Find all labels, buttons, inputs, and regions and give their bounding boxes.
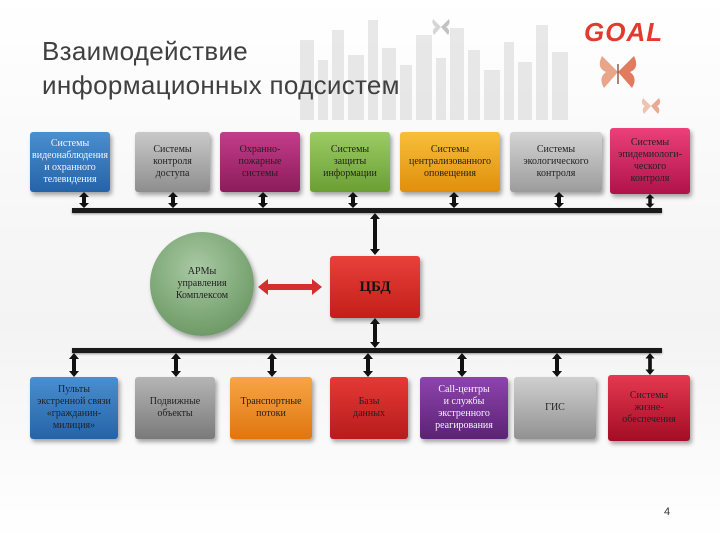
box-emergency-consoles: Пульты экстренной связи «гражданин- мили… — [30, 377, 118, 439]
box-line: централизованного — [409, 156, 491, 167]
box-epidemiological-control: Системы эпидемиологи- ческого контроля — [610, 128, 690, 194]
red-double-arrow — [258, 279, 322, 295]
arm-control-circle: АРМы управления Комплексом — [150, 232, 254, 336]
box-line: Транспортные — [240, 396, 302, 407]
box-central-alerting: Системы централизованного оповещения — [400, 132, 500, 192]
top-bus-line — [72, 208, 662, 213]
arm-line: АРМы — [187, 266, 217, 277]
box-databases: Базы данных — [330, 377, 408, 439]
double-arrow-connector — [370, 213, 380, 255]
box-line: Системы — [50, 138, 90, 149]
box-call-centers: Call-центры и службы экстренного реагиро… — [420, 377, 508, 439]
box-line: ГИС — [545, 402, 565, 413]
arm-line: Комплексом — [175, 290, 229, 301]
double-arrow-connector — [554, 192, 564, 208]
box-line: объекты — [157, 408, 193, 419]
box-line: жизне- — [634, 402, 664, 413]
double-arrow-connector — [449, 192, 459, 208]
box-line: Подвижные — [149, 396, 201, 407]
arm-line: управления — [177, 278, 227, 289]
box-line: Базы — [358, 396, 380, 407]
box-line: Системы — [536, 144, 576, 155]
box-traffic-flows: Транспортные потоки — [230, 377, 312, 439]
double-arrow-connector — [267, 353, 277, 377]
box-line: Системы — [153, 144, 192, 155]
box-line: «гражданин- — [46, 408, 102, 419]
double-arrow-connector — [79, 192, 89, 208]
box-line: информации — [323, 168, 377, 179]
butterfly-icon — [641, 98, 661, 114]
double-arrow-connector — [363, 353, 373, 377]
box-line: милиция» — [52, 420, 96, 431]
double-arrow-connector — [552, 353, 562, 377]
box-line: контроля — [630, 173, 670, 184]
box-line: Пульты — [57, 384, 91, 395]
box-line: экстренного — [438, 408, 490, 419]
title-line-1: Взаимодействие — [42, 36, 249, 66]
slide-title: Взаимодействие информационных подсистем — [42, 34, 562, 102]
city-skyline-background — [300, 20, 568, 120]
box-line: ческого — [633, 161, 667, 172]
bottom-bus-line — [72, 348, 662, 353]
box-line: Системы — [330, 144, 370, 155]
double-arrow-connector — [645, 353, 655, 375]
page-number: 4 — [664, 506, 671, 518]
box-line: и службы — [443, 396, 485, 407]
box-line: защиты — [333, 156, 367, 167]
double-arrow-connector — [348, 192, 358, 208]
box-gis: ГИС — [514, 377, 596, 439]
box-line: эпидемиологи- — [618, 149, 682, 160]
box-line: Call-центры — [438, 384, 490, 395]
box-line: Системы — [430, 144, 470, 155]
box-line: и охранного — [44, 162, 96, 173]
box-line: доступа — [155, 168, 190, 179]
double-arrow-connector — [171, 353, 181, 377]
double-arrow-connector — [370, 318, 380, 348]
box-line: экстренной связи — [37, 396, 111, 407]
box-line: реагирования — [435, 420, 493, 431]
title-line-2: информационных подсистем — [42, 70, 400, 100]
box-mobile-objects: Подвижные объекты — [135, 377, 215, 439]
box-line: контроля — [153, 156, 192, 167]
box-line: контроля — [536, 168, 576, 179]
double-arrow-connector — [457, 353, 467, 377]
double-arrow-connector — [645, 194, 655, 208]
box-line: Охранно- — [239, 144, 281, 155]
box-line: данных — [353, 408, 385, 419]
box-line: оповещения — [424, 168, 476, 179]
butterfly-icon — [432, 19, 450, 35]
box-info-protection: Системы защиты информации — [310, 132, 390, 192]
box-line: потоки — [256, 408, 286, 419]
box-line: Системы — [629, 390, 669, 401]
box-line: пожарные — [238, 156, 282, 167]
box-line: обеспечения — [622, 414, 676, 425]
box-line: системы — [241, 168, 279, 179]
box-video-surveillance: Системы видеонаблюдения и охранного теле… — [30, 132, 110, 192]
double-arrow-connector — [258, 192, 268, 208]
box-line: телевидения — [43, 174, 97, 185]
box-line: видеонаблюдения — [32, 150, 109, 161]
double-arrow-connector — [168, 192, 178, 208]
box-line: Системы — [630, 137, 670, 148]
box-access-control: Системы контроля доступа — [135, 132, 210, 192]
butterfly-icon — [599, 56, 637, 88]
box-life-support: Системы жизне- обеспечения — [608, 375, 690, 441]
box-line: экологического — [523, 156, 589, 167]
box-ecological-control: Системы экологического контроля — [510, 132, 602, 192]
double-arrow-connector — [69, 353, 79, 377]
goal-logo: GOAL — [584, 17, 664, 47]
box-fire-security: Охранно- пожарные системы — [220, 132, 300, 192]
central-database-box: ЦБД — [330, 256, 420, 318]
